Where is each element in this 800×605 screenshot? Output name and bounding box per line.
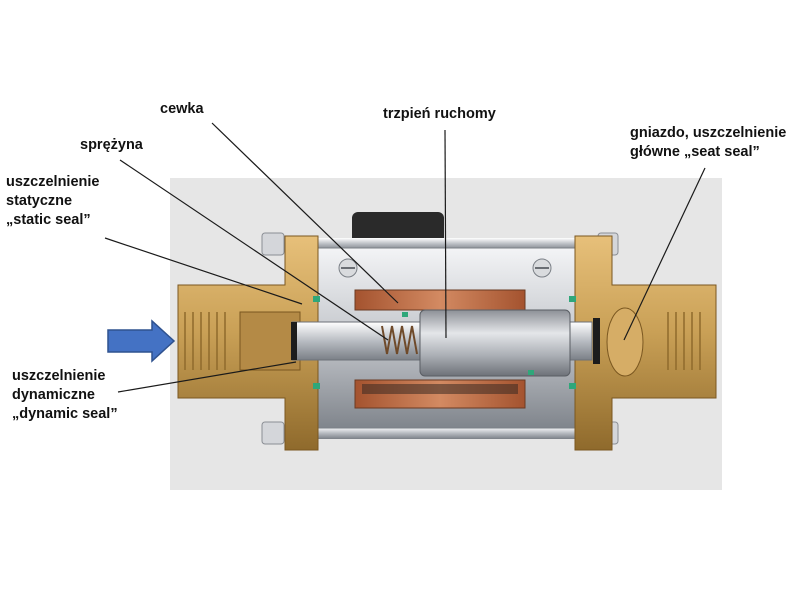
static-seals: [313, 296, 576, 389]
spring: [381, 325, 418, 355]
label-seat-seal: gniazdo, uszczelnienie główne „seat seal…: [630, 125, 787, 160]
tie-rod-bottom: [270, 427, 615, 439]
label-moving-plunger: trzpień ruchomy: [383, 106, 496, 122]
label-dynamic-seal: uszczelnienie dynamiczne „dynamic seal”: [12, 368, 118, 422]
nut-bottom-left: [261, 421, 285, 445]
leader-cewka: [211, 122, 399, 304]
label-coil: cewka: [160, 101, 204, 117]
leader-dynamic-seal: [117, 361, 297, 393]
valve-seat: [606, 307, 644, 377]
leader-trzpien: [444, 129, 447, 339]
leader-seat-seal: [623, 167, 706, 341]
tie-rod-top: [270, 238, 615, 250]
dynamic-o-ring: [291, 322, 297, 360]
arrow-right-icon: [107, 319, 176, 363]
leader-static-seal: [104, 237, 303, 305]
inlet-bore: [239, 311, 301, 371]
outlet-thread: [667, 312, 701, 370]
coil-winding-top: [354, 289, 526, 311]
label-spring: sprężyna: [80, 137, 143, 153]
inlet-thread: [184, 312, 226, 370]
leader-lines: [104, 122, 706, 393]
moving-plunger: [419, 309, 571, 377]
label-static-seal: uszczelnienie statyczne „static seal”: [6, 174, 100, 228]
seat-o-ring: [593, 318, 600, 364]
brass-outlet-body: [574, 235, 717, 451]
leader-sprezyna: [119, 159, 389, 341]
nut-top-left: [261, 232, 285, 256]
